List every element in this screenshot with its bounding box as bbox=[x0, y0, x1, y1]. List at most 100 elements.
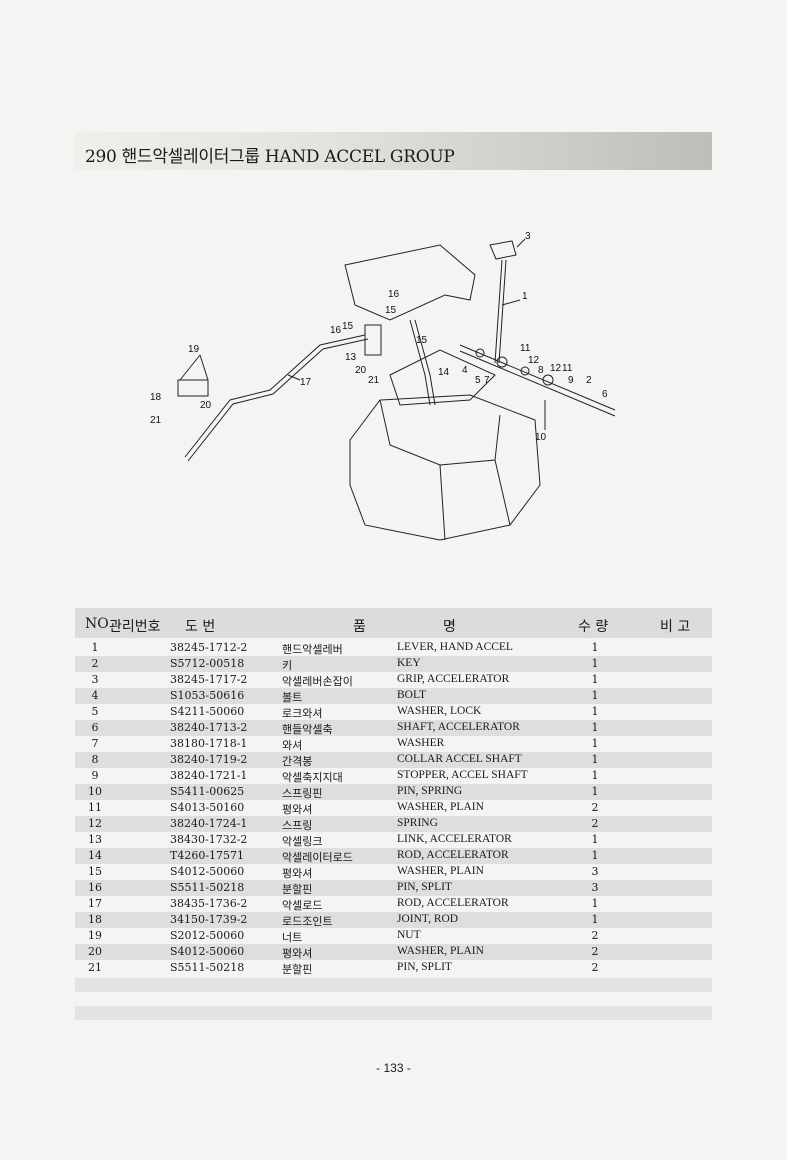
cell-qty: 1 bbox=[591, 689, 599, 702]
cell-kr: 핸드악셀레버 bbox=[282, 643, 343, 656]
cell-en: SHAFT, ACCELERATOR bbox=[397, 721, 520, 733]
cell-qty: 1 bbox=[591, 769, 599, 782]
cell-en: JOINT, ROD bbox=[397, 913, 459, 925]
diagram-label: 12 bbox=[528, 355, 540, 366]
cell-en: KEY bbox=[397, 657, 421, 669]
cell-no: 18 bbox=[88, 913, 102, 926]
cell-part: 38435-1736-2 bbox=[170, 897, 248, 910]
header-drawing-no: 도 번 bbox=[185, 619, 216, 635]
diagram-label: 16 bbox=[388, 289, 400, 300]
cell-qty: 1 bbox=[591, 673, 599, 686]
cell-kr: 로크와셔 bbox=[282, 707, 323, 720]
header-name-1: 품 bbox=[353, 619, 366, 635]
cell-qty: 2 bbox=[591, 817, 599, 830]
cell-qty: 1 bbox=[591, 753, 599, 766]
cell-en: WASHER, PLAIN bbox=[397, 801, 484, 813]
diagram-label: 10 bbox=[535, 432, 547, 443]
cell-kr: 볼트 bbox=[282, 691, 303, 704]
header-mgmt-no: 관리번호 bbox=[109, 619, 161, 635]
cell-qty: 1 bbox=[591, 721, 599, 734]
cell-part: S4013-50160 bbox=[170, 801, 245, 814]
cell-kr: 악셀레버손잡이 bbox=[282, 675, 353, 688]
diagram-label: 7 bbox=[484, 375, 490, 386]
cell-en: STOPPER, ACCEL SHAFT bbox=[397, 769, 528, 781]
cell-part: S4012-50060 bbox=[170, 865, 245, 878]
cell-no: 10 bbox=[88, 785, 102, 798]
cell-kr: 로드조인트 bbox=[282, 915, 333, 928]
cell-part: 38180-1718-1 bbox=[170, 737, 248, 750]
diagram-label: 4 bbox=[462, 365, 468, 376]
cell-kr: 분할핀 bbox=[282, 963, 313, 976]
cell-part: 38240-1719-2 bbox=[170, 753, 248, 766]
diagram-label: 2 bbox=[586, 375, 592, 386]
cell-no: 13 bbox=[88, 833, 102, 846]
cell-en: PIN, SPLIT bbox=[397, 881, 452, 893]
cell-kr: 와셔 bbox=[282, 739, 303, 752]
cell-qty: 1 bbox=[591, 785, 599, 798]
cell-en: BOLT bbox=[397, 689, 426, 701]
cell-en: ROD, ACCELERATOR bbox=[397, 897, 509, 909]
cell-no: 16 bbox=[88, 881, 102, 894]
diagram-label: 16 bbox=[330, 325, 342, 336]
diagram-label: 15 bbox=[342, 321, 354, 332]
cell-part: T4260-17571 bbox=[170, 849, 245, 862]
diagram-label: 17 bbox=[300, 377, 312, 388]
cell-qty: 2 bbox=[591, 801, 599, 814]
header-qty: 수 량 bbox=[578, 619, 609, 635]
cell-en: LEVER, HAND ACCEL bbox=[397, 641, 513, 653]
cell-part: 38240-1713-2 bbox=[170, 721, 248, 734]
cell-no: 14 bbox=[88, 849, 102, 862]
diagram-label: 18 bbox=[150, 392, 162, 403]
diagram-label: 8 bbox=[538, 365, 544, 376]
cell-part: S2012-50060 bbox=[170, 929, 245, 942]
diagram-label: 5 bbox=[475, 375, 481, 386]
diagram-label: 21 bbox=[368, 375, 380, 386]
cell-part: S4012-50060 bbox=[170, 945, 245, 958]
cell-no: 8 bbox=[91, 753, 99, 766]
section-title-bar: 290 핸드악셀레이터그룹 HAND ACCEL GROUP bbox=[75, 132, 712, 170]
diagram-label: 15 bbox=[416, 335, 428, 346]
cell-en: WASHER, LOCK bbox=[397, 705, 482, 717]
diagram-label: 6 bbox=[602, 389, 608, 400]
diagram-label: 12 bbox=[550, 363, 562, 374]
cell-part: S5411-00625 bbox=[170, 785, 245, 798]
diagram-label: 11 bbox=[562, 363, 573, 374]
cell-no: 11 bbox=[88, 801, 102, 814]
cell-part: S5712-00518 bbox=[170, 657, 245, 670]
header-remarks: 비 고 bbox=[660, 619, 691, 635]
page-number: - 133 - bbox=[376, 1061, 411, 1075]
cell-part: S5511-50218 bbox=[170, 881, 245, 894]
cell-no: 9 bbox=[91, 769, 99, 782]
cell-qty: 1 bbox=[591, 641, 599, 654]
diagram-label: 1 bbox=[522, 291, 528, 302]
cell-kr: 너트 bbox=[282, 931, 303, 944]
cell-qty: 1 bbox=[591, 913, 599, 926]
diagram-label: 14 bbox=[438, 367, 450, 378]
cell-no: 2 bbox=[91, 657, 99, 670]
parts-diagram: 3 1 16 15 16 15 15 19 17 13 20 21 14 4 5… bbox=[150, 231, 616, 541]
cell-en: WASHER, PLAIN bbox=[397, 865, 484, 877]
cell-kr: 평와셔 bbox=[282, 947, 313, 960]
diagram-label: 20 bbox=[200, 400, 212, 411]
cell-no: 3 bbox=[91, 673, 99, 686]
cell-en: LINK, ACCELERATOR bbox=[397, 833, 512, 845]
cell-qty: 1 bbox=[591, 849, 599, 862]
cell-part: 38430-1732-2 bbox=[170, 833, 248, 846]
cell-part: S1053-50616 bbox=[170, 689, 245, 702]
diagram-label: 20 bbox=[355, 365, 367, 376]
diagram-label: 19 bbox=[188, 344, 200, 355]
